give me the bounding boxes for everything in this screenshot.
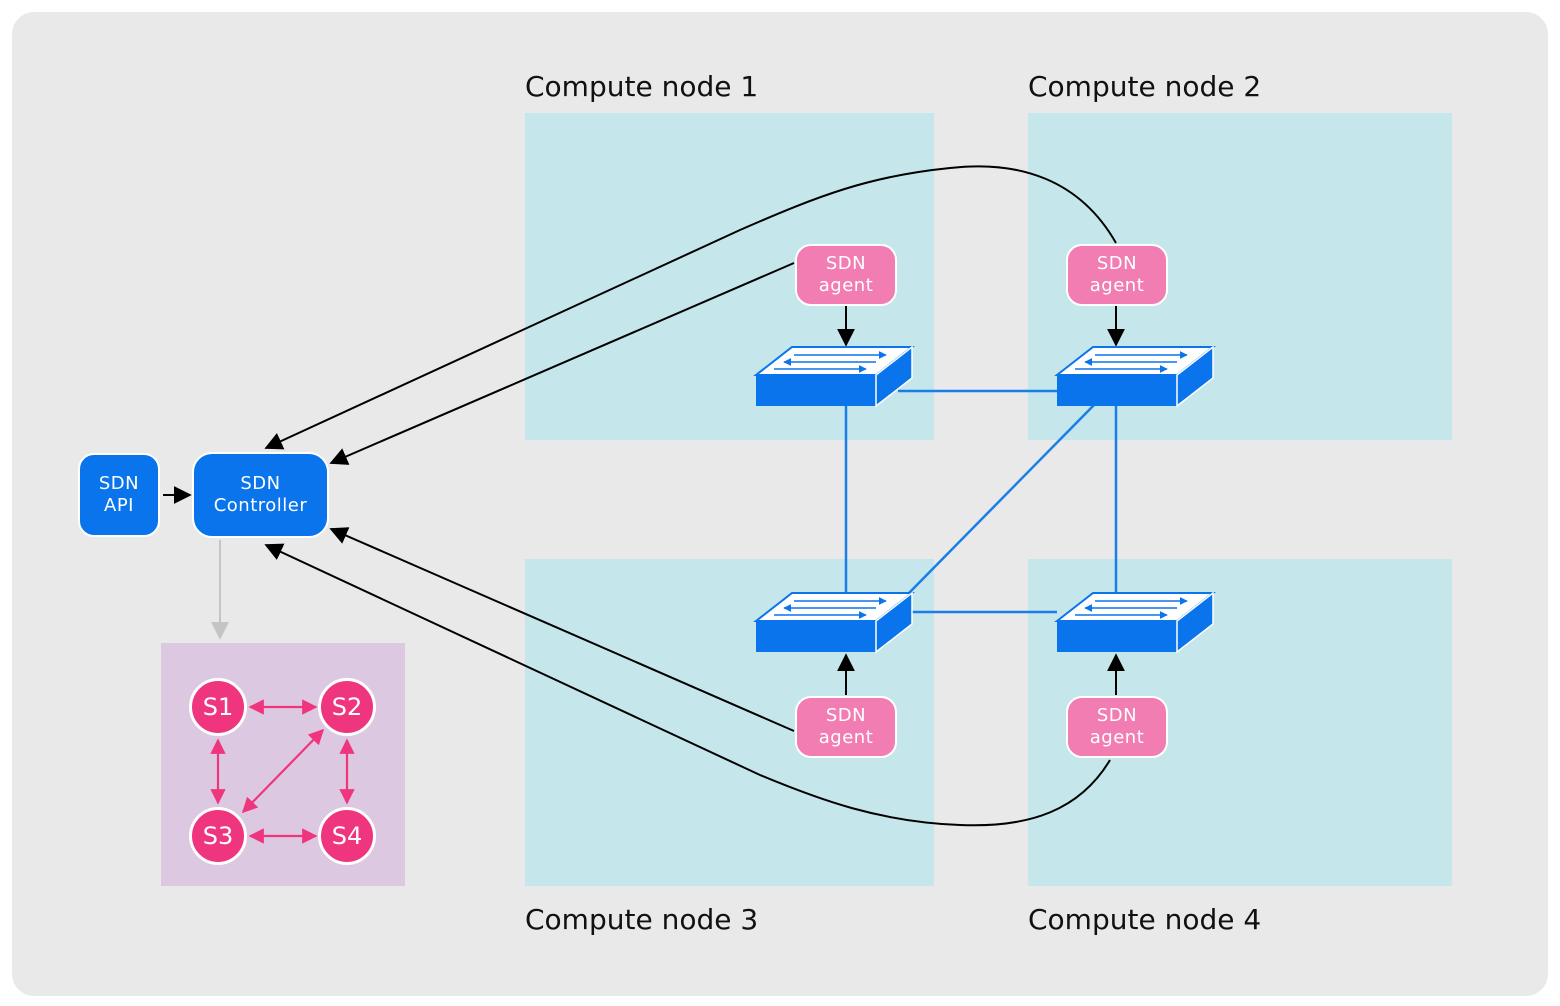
switch-graph-edges xyxy=(210,699,355,844)
switch-links xyxy=(844,389,1118,614)
switch-node-4-icon[interactable] xyxy=(1054,591,1216,654)
graph-node-s4[interactable]: S4 xyxy=(318,807,376,865)
sdn-agent-node-4[interactable]: SDN agent xyxy=(1066,696,1168,758)
sdn-api-label-line1: SDN xyxy=(98,473,140,494)
switches-group xyxy=(753,345,1216,654)
edge-s2-s3 xyxy=(241,728,325,814)
agent-4-label-line1: SDN xyxy=(1096,705,1138,726)
graph-node-s3[interactable]: S3 xyxy=(189,807,247,865)
agent-2-label-line1: SDN xyxy=(1096,253,1138,274)
sdn-controller-label-line2: Controller xyxy=(213,495,308,516)
graph-node-s2[interactable]: S2 xyxy=(318,678,376,736)
agent-3-label-line2: agent xyxy=(818,727,874,748)
agent-1-label-line2: agent xyxy=(818,275,874,296)
switch-node-2-icon[interactable] xyxy=(1054,345,1216,408)
sdn-api-box[interactable]: SDN API xyxy=(78,453,160,537)
agent-1-label-line1: SDN xyxy=(825,253,867,274)
agent-4-label-line2: agent xyxy=(1089,727,1145,748)
compute-node-2-title: Compute node 2 xyxy=(1028,70,1262,103)
sdn-agent-node-1[interactable]: SDN agent xyxy=(795,244,897,306)
link-sw2-sw3 xyxy=(907,404,1095,595)
agent3-to-controller-arrow xyxy=(329,527,795,732)
agent2-to-controller-arrow xyxy=(264,165,1117,450)
switch-node-1-icon[interactable] xyxy=(753,345,915,408)
agent4-to-controller-arrow xyxy=(264,543,1111,827)
compute-node-3-title: Compute node 3 xyxy=(525,903,759,936)
control-lines xyxy=(163,165,1125,827)
agent1-to-controller-arrow xyxy=(329,262,795,465)
switch-node-3-icon[interactable] xyxy=(753,591,915,654)
compute-node-1-title: Compute node 1 xyxy=(525,70,759,103)
sdn-agent-node-2[interactable]: SDN agent xyxy=(1066,244,1168,306)
sdn-controller-label-line1: SDN xyxy=(240,473,281,494)
sdn-controller-box[interactable]: SDN Controller xyxy=(192,452,329,538)
agent-2-label-line2: agent xyxy=(1089,275,1145,296)
sdn-agent-node-3[interactable]: SDN agent xyxy=(795,696,897,758)
sdn-api-label-line2: API xyxy=(104,495,134,516)
compute-node-4-title: Compute node 4 xyxy=(1028,903,1262,936)
graph-node-s1[interactable]: S1 xyxy=(189,678,247,736)
agent-3-label-line1: SDN xyxy=(825,705,867,726)
